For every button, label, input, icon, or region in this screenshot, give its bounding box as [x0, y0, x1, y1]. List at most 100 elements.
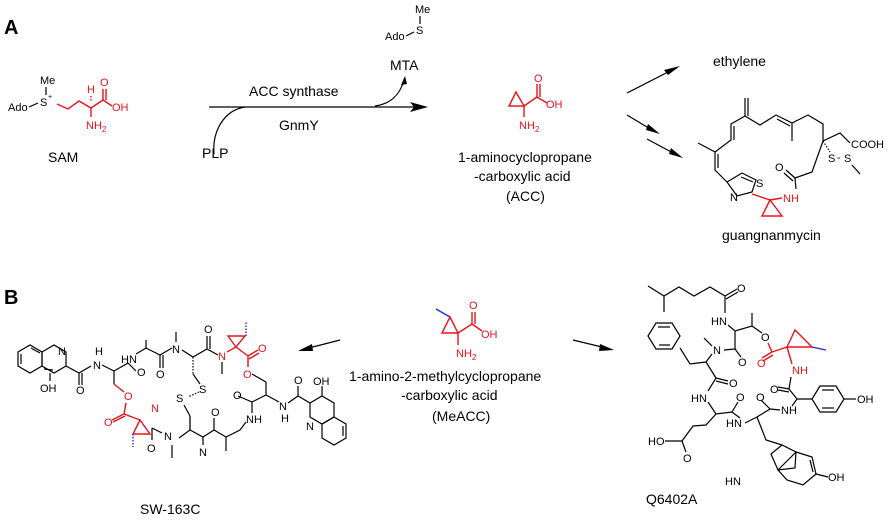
sw163c-structure: N OH O N H O O O N HN O N S — [17, 322, 347, 459]
sw-h-2: H — [281, 413, 289, 425]
guangnanmycin-label: guangnanmycin — [722, 227, 821, 243]
sw-o-6: O — [294, 375, 303, 387]
q-hn-1: HN — [711, 316, 727, 328]
q-hn-2: HN — [691, 393, 707, 405]
q-ho: HO — [648, 436, 665, 448]
sw-nh-1: N — [93, 360, 101, 372]
acc-oh-atom: OH — [546, 99, 563, 111]
sam-structure: Me Ado S + H O OH NH2 — [8, 75, 129, 134]
sam-backbone-bond — [56, 99, 104, 110]
q-nh-red: NH — [792, 365, 808, 377]
q-ester-o-1: O — [761, 332, 770, 344]
sw-hn-1: HN — [121, 354, 137, 366]
sw-ester-o-4: O — [243, 369, 252, 381]
q-o-4: O — [736, 392, 745, 404]
mta-s-atom: S — [416, 25, 423, 37]
acc-abbrev: (ACC) — [506, 188, 545, 204]
gnm-ss-dash: - — [837, 152, 841, 164]
q-phenol-oh: OH — [857, 394, 874, 406]
meacc-methyl-bond — [435, 308, 451, 318]
sw-n-me-2: N — [164, 431, 172, 443]
sw-o-5: O — [233, 390, 242, 402]
mta-ado-atom: Ado — [385, 31, 405, 43]
sam-o-atom: O — [100, 77, 109, 89]
gnm-cooh-atom: COOH — [851, 139, 884, 151]
sw-s-1: S — [199, 384, 206, 396]
q-o-5: O — [683, 453, 692, 465]
sam-s-atom: S — [40, 97, 47, 109]
sw-h-1: H — [95, 346, 103, 358]
sw-oh-1: OH — [40, 383, 57, 395]
gnm-o-atom: O — [775, 162, 784, 174]
q-nh-1: NH — [781, 405, 797, 417]
enzyme-acc-synthase-label: ACC synthase — [249, 83, 339, 99]
gnm-cyclopropane-ring — [760, 198, 784, 217]
q-indole-oh: OH — [828, 472, 845, 484]
sw-o-4: O — [204, 324, 213, 336]
sw-o-2: O — [137, 367, 146, 379]
q-o-2: O — [738, 357, 747, 369]
meacc-abbrev: (MeACC) — [432, 408, 490, 424]
sw-o-1: O — [76, 385, 85, 397]
sw-n-red-2: N — [218, 351, 226, 363]
sw-n-me-3: N — [199, 447, 207, 459]
sw-ester-o-3: O — [258, 343, 267, 355]
guangnanmycin-structure: COOH S - S O S N NH — [697, 98, 884, 217]
plp-label: PLP — [202, 145, 228, 161]
panel-label-b: B — [4, 287, 18, 309]
q-indole-hn: HN — [725, 476, 741, 488]
sam-oh-atom: OH — [112, 102, 129, 114]
sw-n-me-1: N — [172, 344, 180, 356]
mta-curved-arrow — [374, 79, 405, 107]
q-ester-o-2: O — [757, 358, 766, 370]
gnm-nh-atom: NH — [783, 193, 799, 205]
mta-label: MTA — [390, 57, 419, 73]
meacc-structure: O OH NH2 — [435, 300, 498, 362]
acc-name-line1: 1-aminocyclopropane — [458, 149, 592, 165]
acc-o-atom: O — [534, 73, 543, 85]
gnm-thiazole-n-atom: N — [730, 192, 738, 204]
meacc-o-atom: O — [469, 300, 478, 312]
meacc-oh-atom: OH — [481, 329, 498, 341]
sam-label: SAM — [48, 149, 78, 165]
sam-ado-atom: Ado — [8, 102, 28, 114]
meacc-cyclopropane-ring — [440, 315, 460, 334]
sam-me-atom: Me — [40, 75, 55, 87]
acc-name-line2: -carboxylic acid — [474, 168, 570, 184]
meacc-name-line1: 1-amino-2-methylcyclopropane — [349, 368, 541, 384]
sw-o-8: O — [211, 407, 220, 419]
q6402a-structure: O HN O O N O HN O HO O HN O — [647, 283, 874, 488]
gnm-s1-atom: S — [828, 153, 835, 165]
q6402a-label: Q6402A — [646, 491, 698, 507]
panel-label-a: A — [4, 17, 18, 39]
acc-product-arrows — [626, 66, 683, 158]
sw-nh-2: NH — [246, 414, 262, 426]
acc-synthase-reaction-arrow — [209, 76, 428, 155]
acc-nh2-atom: NH2 — [519, 120, 540, 134]
sam-charge: + — [48, 94, 52, 101]
q-o-7: O — [770, 384, 779, 396]
sw-o-3: O — [156, 369, 165, 381]
acc-cyclopropane-ring — [507, 90, 526, 107]
sw-oh-2: OH — [313, 376, 330, 388]
gnm-thiazole-s-atom: S — [756, 178, 763, 190]
sw-s-2: S — [176, 393, 183, 405]
plp-curved-arrow — [213, 106, 246, 155]
sw-ester-o-2: O — [104, 417, 113, 429]
sam-h-atom: H — [87, 84, 95, 96]
meacc-nh2-atom: NH2 — [456, 348, 477, 362]
sam-nh2-atom: NH2 — [86, 120, 107, 134]
sw163c-label: SW-163C — [140, 501, 200, 517]
sw-n-quinoline-2: N — [306, 421, 314, 433]
acc-structure: O OH NH2 — [507, 73, 563, 134]
gnm-s2-atom: S — [844, 153, 851, 165]
q-o-3: O — [729, 378, 738, 390]
q-hn-3: HN — [726, 418, 742, 430]
q-o-6: O — [756, 392, 765, 404]
sw-o-7: O — [147, 443, 156, 455]
q-o-1: O — [737, 283, 746, 295]
sw-ester-o-1: O — [124, 391, 133, 403]
sw-n-2: N — [279, 401, 287, 413]
ethylene-label: ethylene — [713, 53, 766, 69]
